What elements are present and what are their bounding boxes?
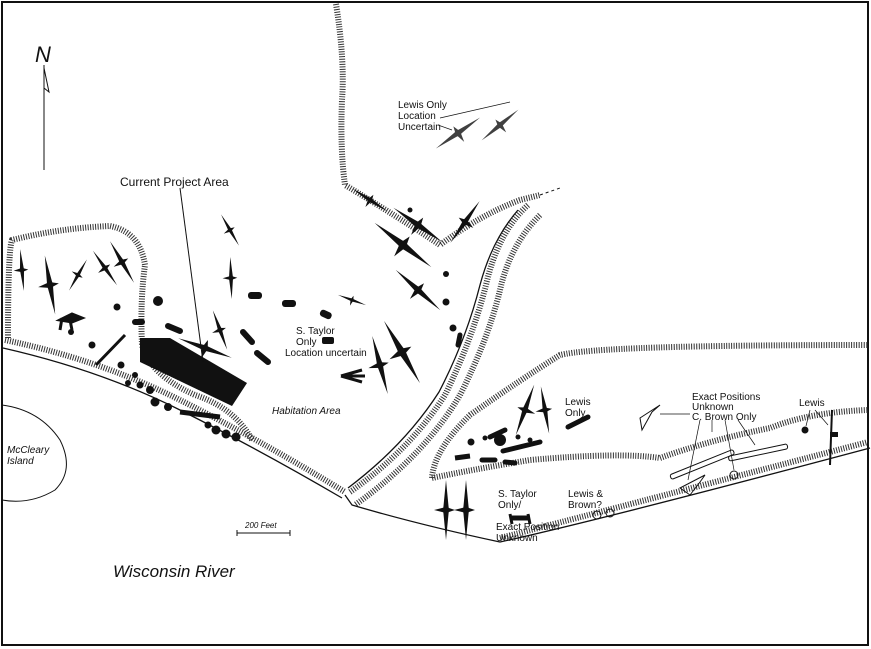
scale-bar: 200 Feet bbox=[236, 521, 291, 536]
island-label: McCleary Island bbox=[7, 445, 52, 467]
habitation-area-label: Habitation Area bbox=[272, 406, 341, 417]
conical-mounds bbox=[68, 207, 533, 446]
lewis-only-uncertain-label: Lewis Only Location Uncertain bbox=[398, 100, 450, 133]
bluff-lines bbox=[2, 3, 871, 543]
taylor-position-unknown-label: S. Taylor Only/ Exact Position Unknown bbox=[496, 489, 562, 544]
river-label: Wisconsin River bbox=[113, 562, 236, 581]
taylor-location-uncertain-label: S. Taylor Only Location uncertain bbox=[285, 326, 367, 359]
north-arrow: N bbox=[35, 42, 51, 170]
lewis-only-label: Lewis Only bbox=[565, 397, 593, 419]
leader-lines bbox=[437, 101, 829, 481]
effigy-mounds bbox=[11, 104, 838, 540]
lewis-brown-label: Lewis & Brown? bbox=[568, 489, 606, 511]
project-area-label: Current Project Area bbox=[120, 175, 229, 189]
lewis-label: Lewis bbox=[799, 398, 825, 409]
brown-only-label: Exact Positions Unknown C. Brown Only bbox=[692, 392, 763, 423]
map-labels: Current Project Area Lewis Only Location… bbox=[7, 100, 825, 581]
mccleary-island bbox=[1, 404, 67, 502]
north-label: N bbox=[35, 42, 51, 67]
project-area-leader bbox=[179, 187, 204, 363]
scale-label: 200 Feet bbox=[244, 521, 277, 530]
current-project-area bbox=[140, 338, 247, 406]
